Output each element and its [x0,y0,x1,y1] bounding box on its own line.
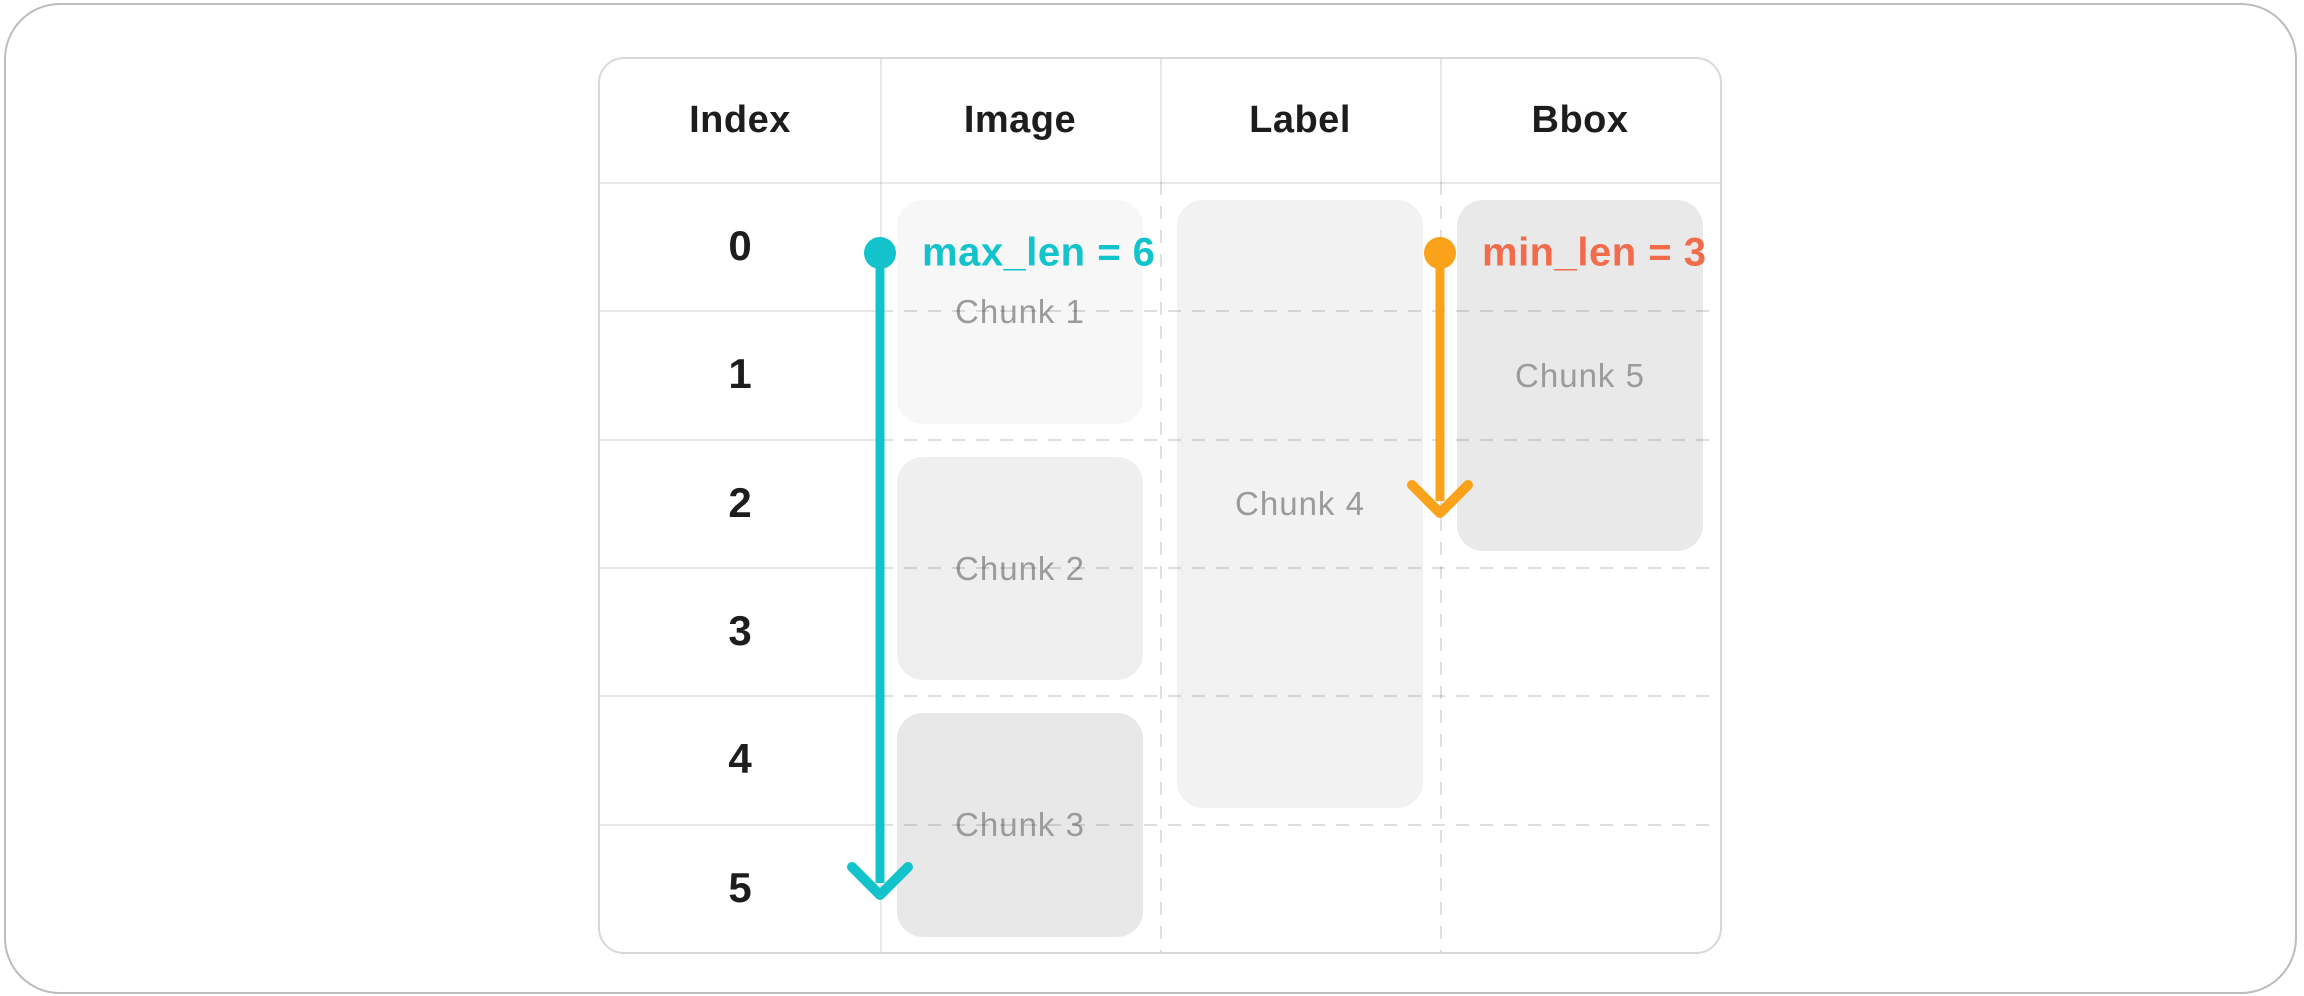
row-divider-dashed [880,439,1720,441]
column-divider-dashed [1160,182,1162,952]
chunk-box-5: Chunk 5 [1457,200,1703,551]
min-len-label: min_len = 3 [1482,230,1707,275]
header-divider [600,182,1720,184]
chunk-label-1: Chunk 1 [955,293,1085,330]
column-divider-dashed [1440,182,1442,952]
column-header-image: Image [963,99,1077,141]
max-len-label: max_len = 6 [922,230,1156,275]
index-cell-2: 2 [728,479,752,526]
column-header-bbox: Bbox [1531,99,1629,141]
column-divider [880,59,882,952]
chunk-box-2: Chunk 2 [897,457,1143,680]
index-cell-5: 5 [728,864,752,911]
chunk-label-4: Chunk 4 [1235,485,1365,522]
column-divider [1440,59,1442,182]
index-cell-0: 0 [728,222,752,269]
row-divider [600,310,880,312]
column-divider [1160,59,1162,182]
row-divider-dashed [880,824,1720,826]
column-header-index: Index [689,99,791,141]
index-cell-1: 1 [728,350,752,397]
chunk-label-3: Chunk 3 [955,806,1085,843]
row-divider-dashed [880,310,1720,312]
row-divider [600,695,880,697]
chunk-label-5: Chunk 5 [1515,356,1645,394]
chunk-box-3: Chunk 3 [897,713,1143,937]
chunk-box-1: Chunk 1 [897,200,1143,424]
chunking-table: Chunk 1 Chunk 2 Chunk 3 Chunk 4 Chunk 5 [598,57,1722,954]
outer-frame: Chunk 1 Chunk 2 Chunk 3 Chunk 4 Chunk 5 [4,3,2297,994]
row-divider [600,824,880,826]
row-divider [600,567,880,569]
row-divider-dashed [880,567,1720,569]
column-header-label: Label [1249,99,1351,141]
chunk-box-4: Chunk 4 [1177,200,1423,808]
index-cell-4: 4 [728,735,752,782]
index-cell-3: 3 [728,607,752,654]
row-divider-dashed [880,695,1720,697]
row-divider [600,439,880,441]
chunk-label-2: Chunk 2 [955,549,1085,587]
